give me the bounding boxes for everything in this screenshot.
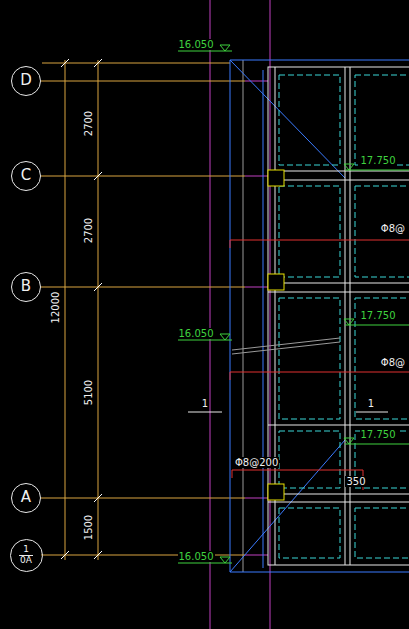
dimension-text: 5100 bbox=[83, 378, 94, 405]
grid-label: B bbox=[21, 279, 31, 295]
grid-bubble: D bbox=[11, 66, 41, 96]
dimension-text: 12000 bbox=[51, 290, 62, 324]
elevation-text: 17.750 bbox=[360, 429, 397, 440]
section-number: 1 bbox=[201, 398, 209, 409]
elevation-text: 16.050 bbox=[178, 328, 215, 339]
grid-bubble: A bbox=[11, 483, 41, 513]
dimension-text: 2700 bbox=[83, 109, 94, 136]
rebar-note: Φ8@ bbox=[380, 223, 406, 234]
dimension-text: 2700 bbox=[83, 216, 94, 243]
elevation-text: 16.050 bbox=[178, 39, 215, 50]
grid-bubble: C bbox=[11, 161, 41, 191]
grid-label: C bbox=[21, 168, 31, 184]
elevation-text: 17.750 bbox=[360, 155, 397, 166]
elevation-text: 17.750 bbox=[360, 310, 397, 321]
dimension-text: 350 bbox=[345, 476, 366, 487]
grid-bubble: 10A bbox=[10, 539, 43, 572]
grid-label: A bbox=[21, 490, 31, 506]
grid-bubble: B bbox=[11, 272, 41, 302]
elevation-text: 16.050 bbox=[178, 551, 215, 562]
dimension-text: 1500 bbox=[83, 513, 94, 540]
grid-label: D bbox=[20, 73, 32, 89]
grid-label: 1 bbox=[19, 545, 33, 555]
grid-label: 0A bbox=[16, 556, 36, 565]
section-number: 1 bbox=[367, 398, 375, 409]
rebar-note: Φ8@ bbox=[380, 357, 406, 368]
rebar-note: Φ8@200 bbox=[234, 457, 279, 468]
